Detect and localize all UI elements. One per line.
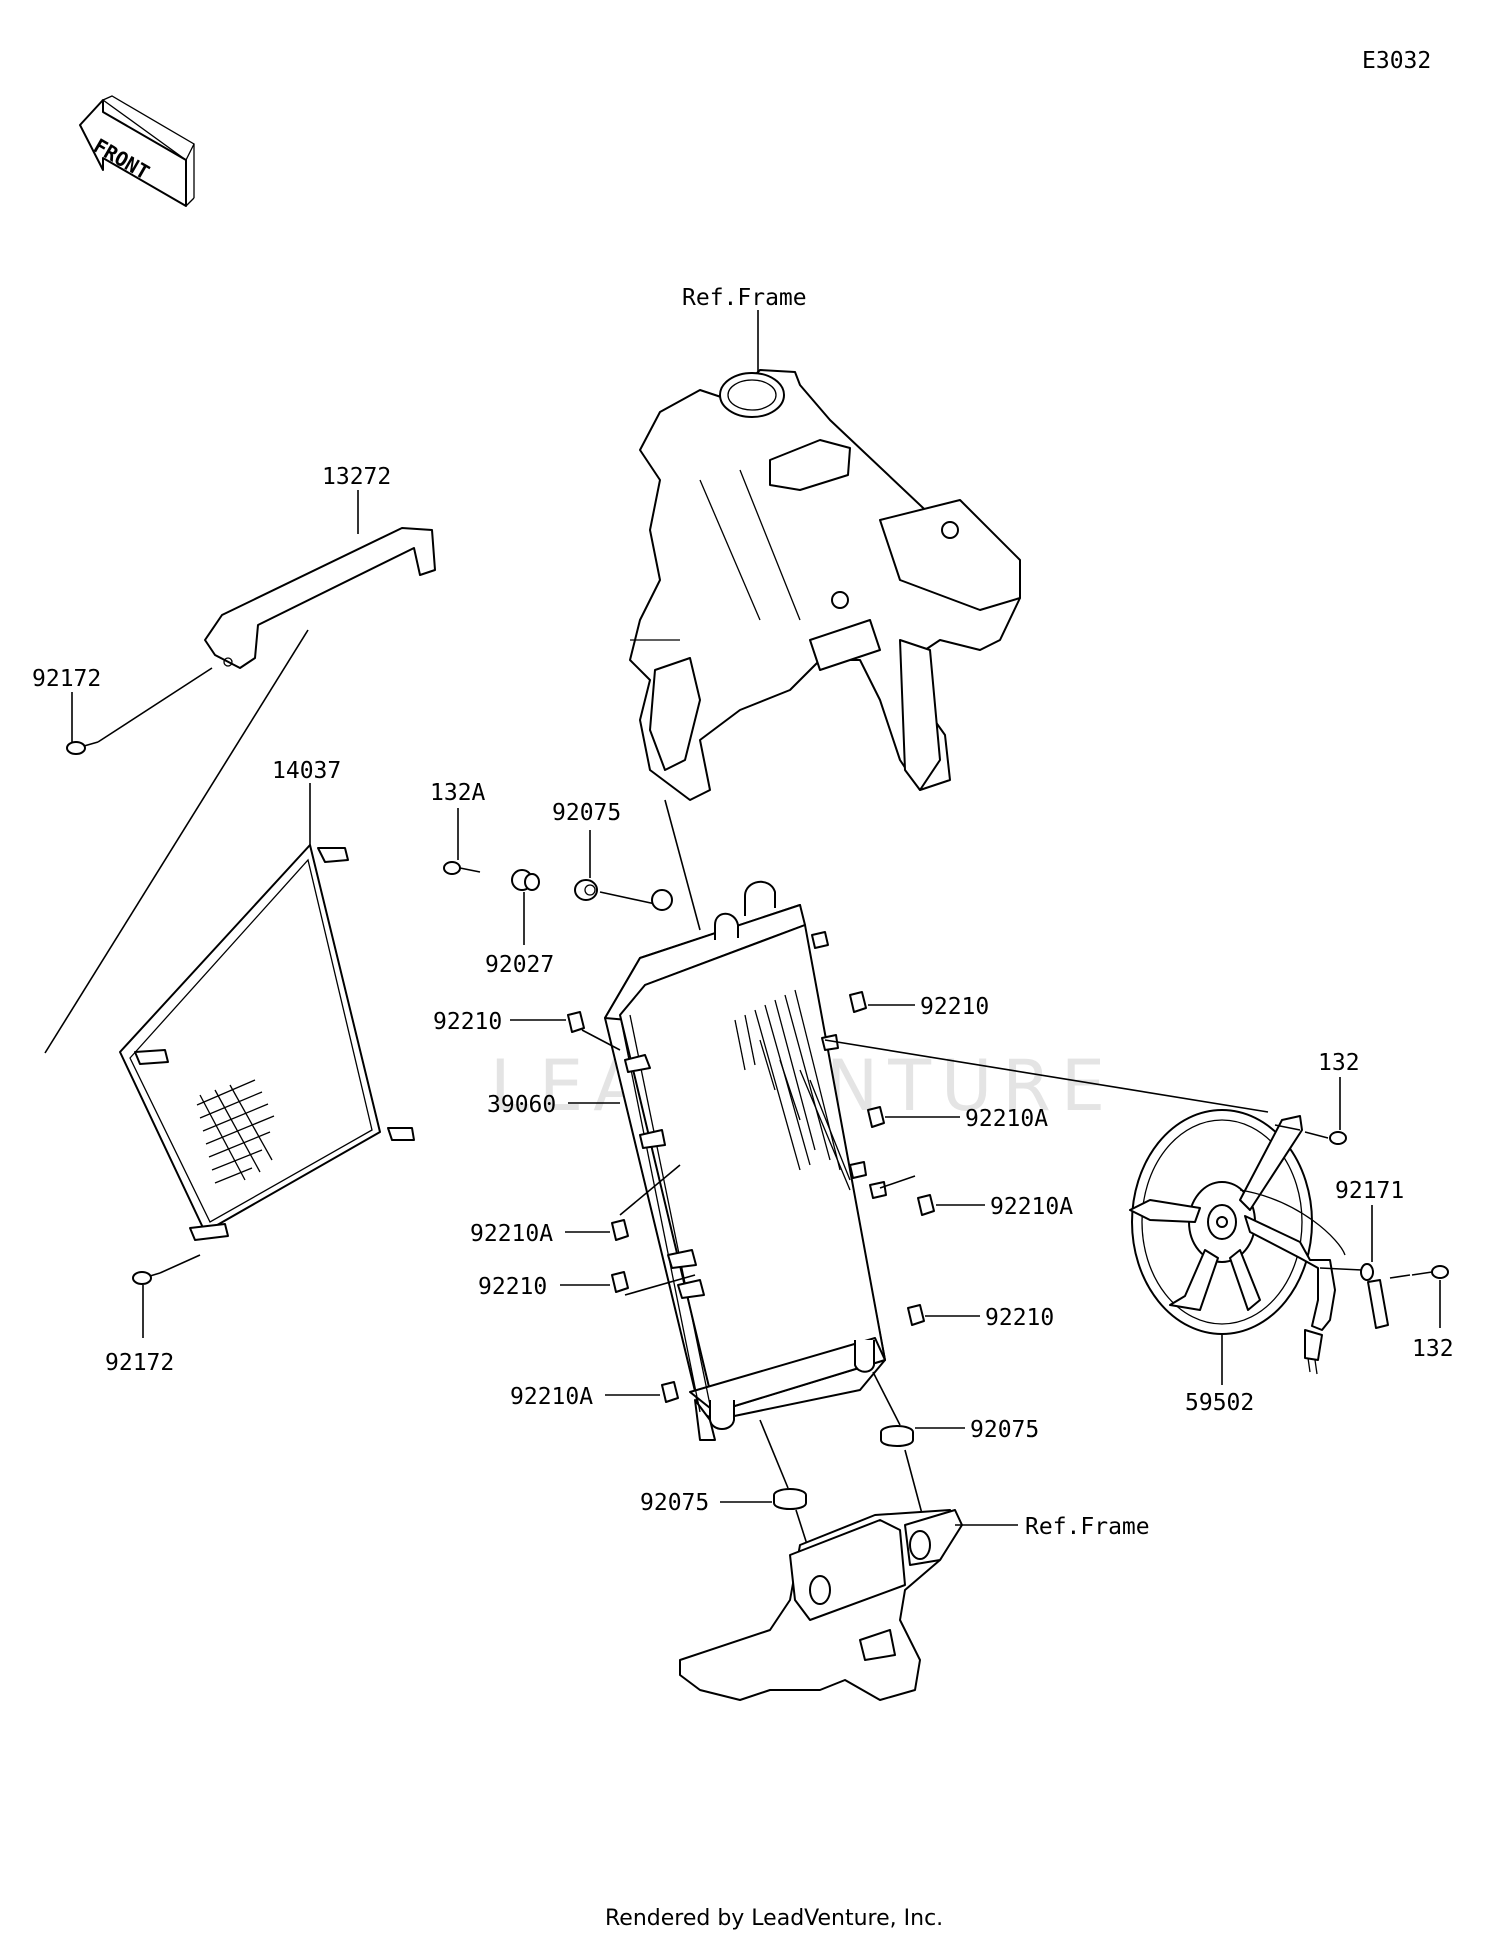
label-92075-mid: 92075 bbox=[970, 1417, 1039, 1443]
label-92075-bottom: 92075 bbox=[640, 1490, 709, 1516]
nut-92210-a bbox=[567, 1011, 585, 1033]
label-39060: 39060 bbox=[487, 1092, 556, 1118]
label-92171: 92171 bbox=[1335, 1178, 1404, 1204]
label-ref-frame-bottom: Ref.Frame bbox=[1025, 1514, 1150, 1540]
label-132-top: 132 bbox=[1318, 1050, 1360, 1076]
label-13272: 13272 bbox=[322, 464, 391, 490]
fan-assembly-59502 bbox=[1129, 1109, 1346, 1375]
washer-92027 bbox=[511, 869, 540, 891]
frame-upper bbox=[629, 369, 1021, 801]
nut-92210-c bbox=[611, 1271, 629, 1293]
bolt-132-bottom bbox=[1411, 1265, 1449, 1279]
clamp-92171 bbox=[1360, 1263, 1389, 1329]
label-92172-top: 92172 bbox=[32, 666, 101, 692]
label-92075-top: 92075 bbox=[552, 800, 621, 826]
label-92210A-d: 92210A bbox=[510, 1384, 593, 1410]
label-92027: 92027 bbox=[485, 952, 554, 978]
bolt-132A bbox=[443, 861, 481, 875]
label-92210A-b: 92210A bbox=[470, 1221, 553, 1247]
label-92210A-a: 92210A bbox=[965, 1106, 1048, 1132]
label-92172-bottom: 92172 bbox=[105, 1350, 174, 1376]
grommet-92075-top bbox=[574, 879, 598, 901]
label-ref-frame-top: Ref.Frame bbox=[682, 285, 807, 311]
nut-92210A-c bbox=[917, 1194, 935, 1216]
nut-92210A-b bbox=[611, 1219, 629, 1241]
grommet-92075-bottom bbox=[773, 1488, 807, 1510]
label-92210A-c: 92210A bbox=[990, 1194, 1073, 1220]
nut-92210A-d bbox=[661, 1381, 679, 1403]
radiator-39060 bbox=[604, 881, 887, 1441]
label-92210-c: 92210 bbox=[478, 1274, 547, 1300]
bolt-92172-bottom bbox=[132, 1271, 161, 1285]
nut-92210A-a bbox=[867, 1106, 885, 1128]
label-92210-a: 92210 bbox=[433, 1009, 502, 1035]
footer-credit: Rendered by LeadVenture, Inc. bbox=[605, 1906, 943, 1931]
frame-lower bbox=[679, 1509, 963, 1701]
label-59502: 59502 bbox=[1185, 1390, 1254, 1416]
grommet-92075-mid bbox=[880, 1425, 914, 1447]
radiator-screen-14037 bbox=[119, 844, 415, 1241]
front-arrow-icon: FRONT bbox=[79, 95, 195, 207]
nut-92210-b bbox=[849, 991, 867, 1013]
label-14037: 14037 bbox=[272, 758, 341, 784]
bracket-13272 bbox=[204, 527, 436, 669]
label-92210-b: 92210 bbox=[920, 994, 989, 1020]
nut-92210-d bbox=[907, 1304, 925, 1326]
bolt-92172-top bbox=[66, 741, 99, 755]
diagram-code: E3032 bbox=[1362, 48, 1431, 74]
label-132A: 132A bbox=[430, 780, 486, 806]
bolt-132-top bbox=[1304, 1131, 1347, 1145]
label-132-bottom: 132 bbox=[1412, 1336, 1454, 1362]
label-92210-d: 92210 bbox=[985, 1305, 1054, 1331]
